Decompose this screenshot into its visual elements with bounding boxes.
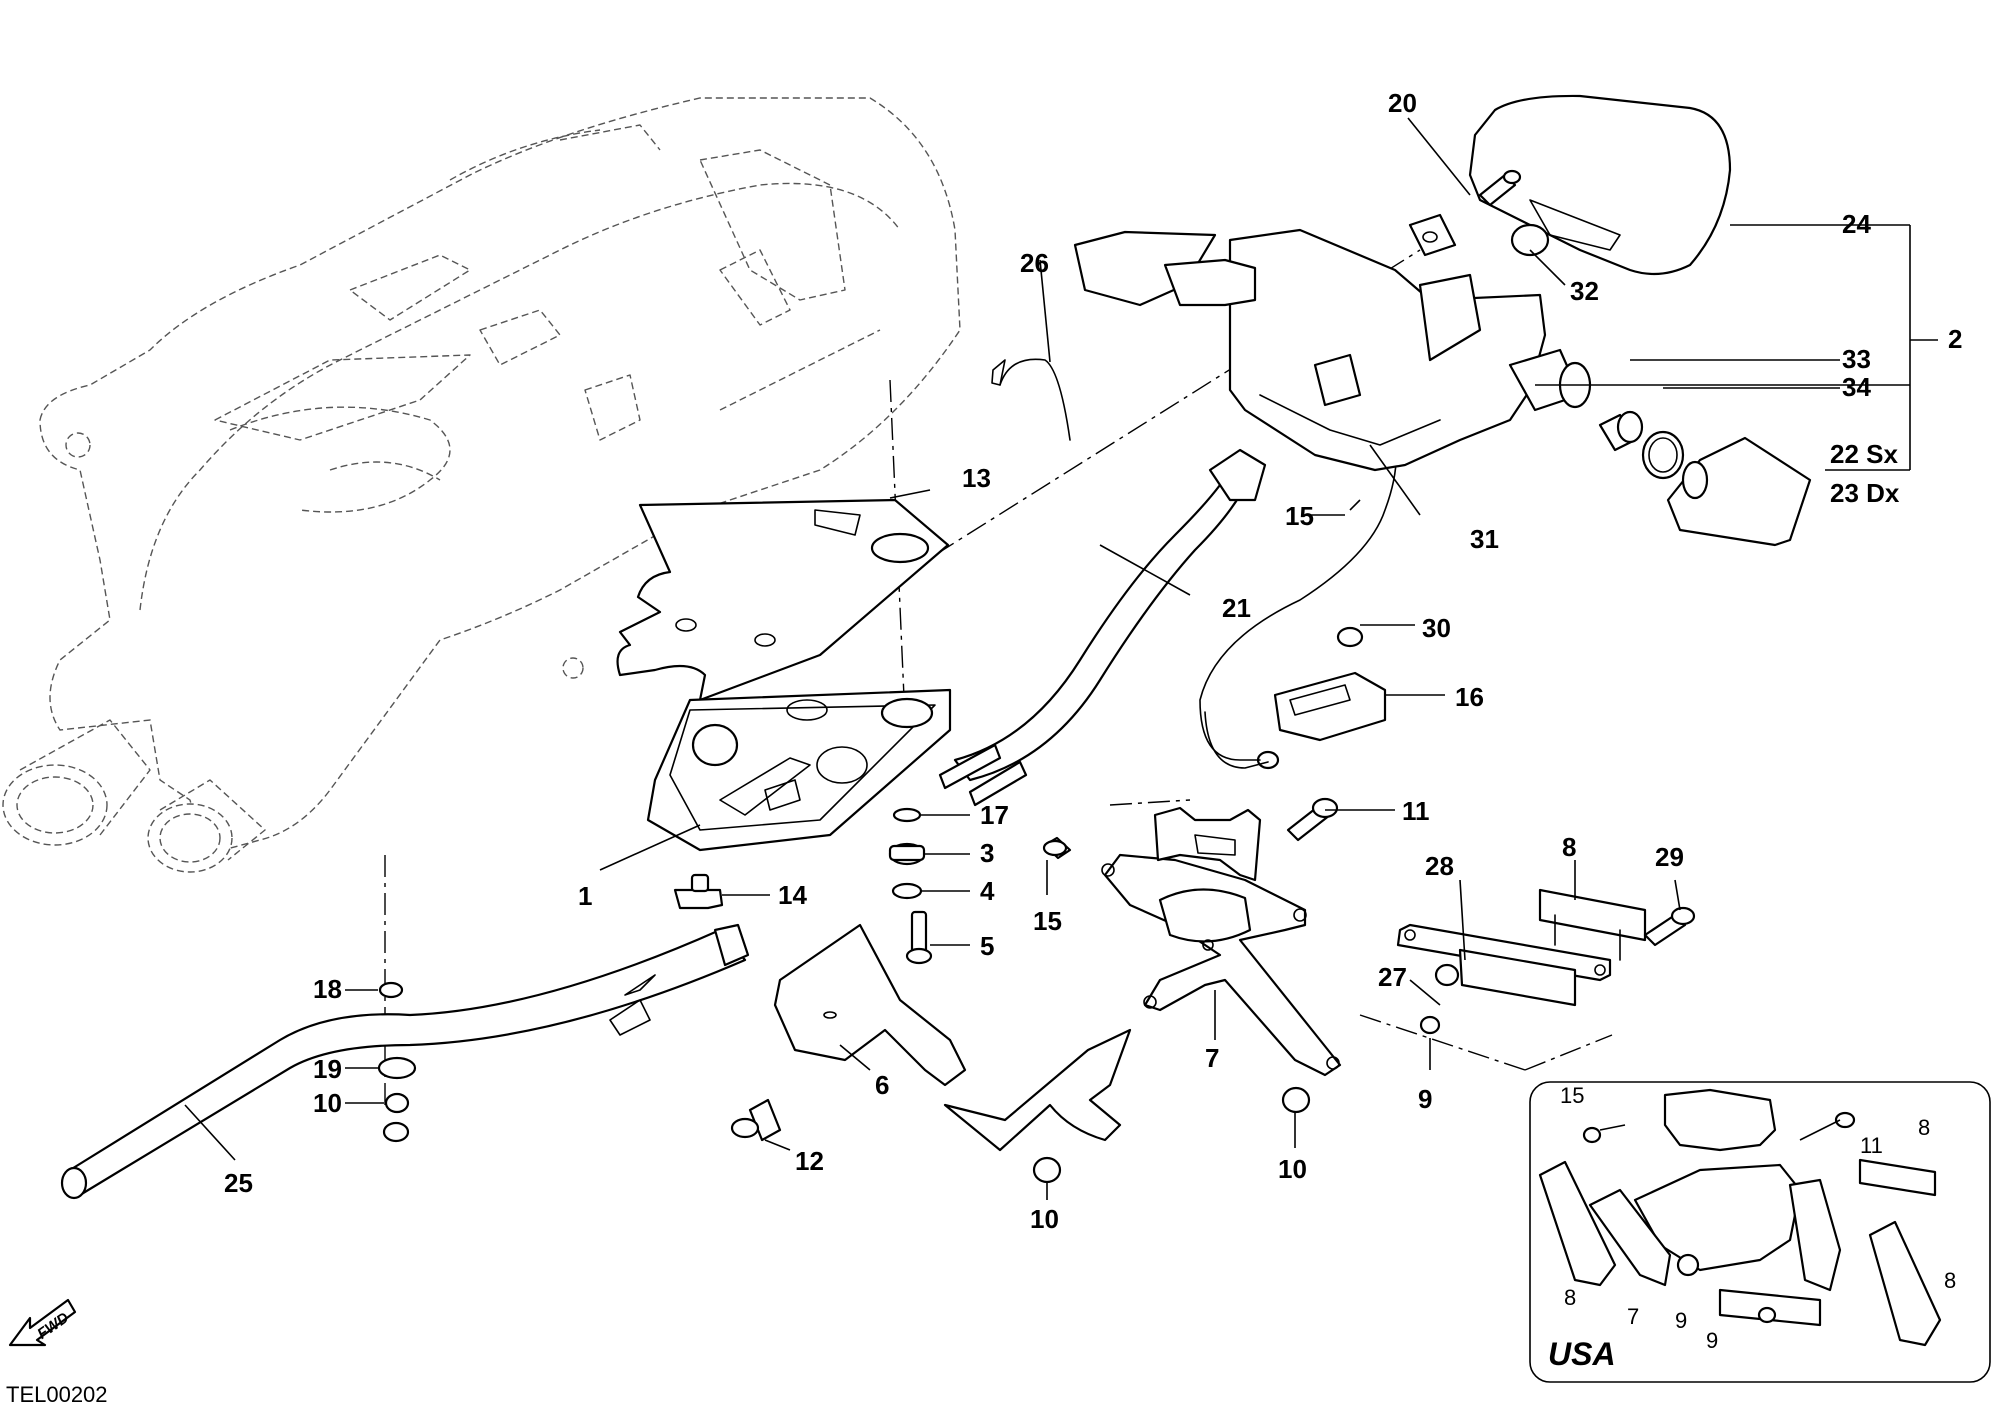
lens-24 — [1468, 94, 1732, 276]
drawing-code: TEL00202 — [6, 1382, 108, 1407]
callout-7: 7 — [1205, 1043, 1219, 1073]
clip-14 — [673, 873, 724, 910]
callout-13: 13 — [962, 463, 991, 493]
inset-callout-11: 11 — [1860, 1133, 1883, 1158]
callout-26: 26 — [1020, 248, 1049, 278]
inset-callout-7: 7 — [1627, 1304, 1639, 1329]
callout-2: 2 — [1948, 324, 1962, 354]
bolt-11 — [1286, 797, 1339, 842]
strap-26 — [999, 358, 1071, 441]
washers-18-19 — [377, 981, 417, 1114]
fwd-arrow-icon: FWD — [8, 1298, 77, 1347]
callout-21: 21 — [1222, 593, 1251, 623]
lamp-16 — [1256, 626, 1387, 770]
reflector-8 — [1538, 888, 1647, 961]
callout-15-top: 15 — [1285, 501, 1314, 531]
screw-29 — [1643, 906, 1696, 947]
bracket-6 — [773, 923, 1132, 1152]
callout-22: 22 Sx — [1830, 439, 1898, 469]
callout-17: 17 — [980, 800, 1009, 830]
callout-10-a: 10 — [1030, 1204, 1059, 1234]
indicator-left — [1073, 230, 1257, 307]
tube-25 — [60, 923, 750, 1200]
nuts-10 — [382, 1086, 1311, 1184]
inset-callout-15: 15 — [1560, 1083, 1584, 1108]
callout-14: 14 — [778, 880, 807, 910]
washer-27-9 — [1419, 963, 1460, 1035]
callout-33: 33 — [1842, 344, 1871, 374]
callout-3: 3 — [980, 838, 994, 868]
inset-callout-9-b: 9 — [1706, 1328, 1718, 1353]
callout-20: 20 — [1388, 88, 1417, 118]
small-parts-tail — [1478, 169, 1685, 480]
callout-34: 34 — [1842, 372, 1871, 402]
callout-18: 18 — [313, 974, 342, 1004]
inset-callout-8-b: 8 — [1564, 1285, 1576, 1310]
callout-23: 23 Dx — [1830, 478, 1900, 508]
callout-15: 15 — [1033, 906, 1062, 936]
inset-callout-9-a: 9 — [1675, 1308, 1687, 1333]
inset-callout-8-a: 8 — [1918, 1115, 1930, 1140]
callout-4: 4 — [980, 876, 995, 906]
plate-holder-7 — [1101, 806, 1342, 1077]
callout-30: 30 — [1422, 613, 1451, 643]
callout-16: 16 — [1455, 682, 1484, 712]
tray-1 — [646, 688, 952, 852]
harness-21 — [938, 448, 1267, 807]
callout-19: 19 — [313, 1054, 342, 1084]
callout-10-b: 10 — [1278, 1154, 1307, 1184]
callout-11: 11 — [1402, 796, 1430, 826]
leader-lines — [184, 117, 1938, 1200]
callout-10-c: 10 — [313, 1088, 342, 1118]
callout-6: 6 — [875, 1070, 889, 1100]
callout-24: 24 — [1842, 209, 1871, 239]
inset-title: USA — [1548, 1336, 1616, 1372]
plate-13 — [616, 498, 950, 702]
tail-light-unit — [1228, 213, 1547, 472]
bolt-12 — [730, 1098, 782, 1142]
usa-inset — [1529, 1081, 1991, 1383]
fastener-stack — [888, 807, 933, 965]
callout-28: 28 — [1425, 851, 1454, 881]
callout-labels: 20 32 24 2 33 34 22 Sx 23 Dx 26 13 15 31… — [224, 88, 1962, 1372]
callout-31: 31 — [1470, 524, 1499, 554]
callout-29: 29 — [1655, 842, 1684, 872]
screw-15 — [1042, 836, 1072, 860]
plate-bracket-28 — [1396, 923, 1612, 1007]
callout-5: 5 — [980, 931, 994, 961]
callout-27: 27 — [1378, 962, 1407, 992]
callout-1: 1 — [578, 881, 592, 911]
callout-25: 25 — [224, 1168, 253, 1198]
cable-31 — [1199, 439, 1398, 761]
callout-32: 32 — [1570, 276, 1599, 306]
callout-8: 8 — [1562, 832, 1576, 862]
tail-cowl-phantom — [2, 97, 961, 873]
callout-12: 12 — [795, 1146, 824, 1176]
inset-callout-8-c: 8 — [1944, 1268, 1956, 1293]
callout-9: 9 — [1418, 1084, 1432, 1114]
indicator-22-23 — [1666, 436, 1812, 547]
